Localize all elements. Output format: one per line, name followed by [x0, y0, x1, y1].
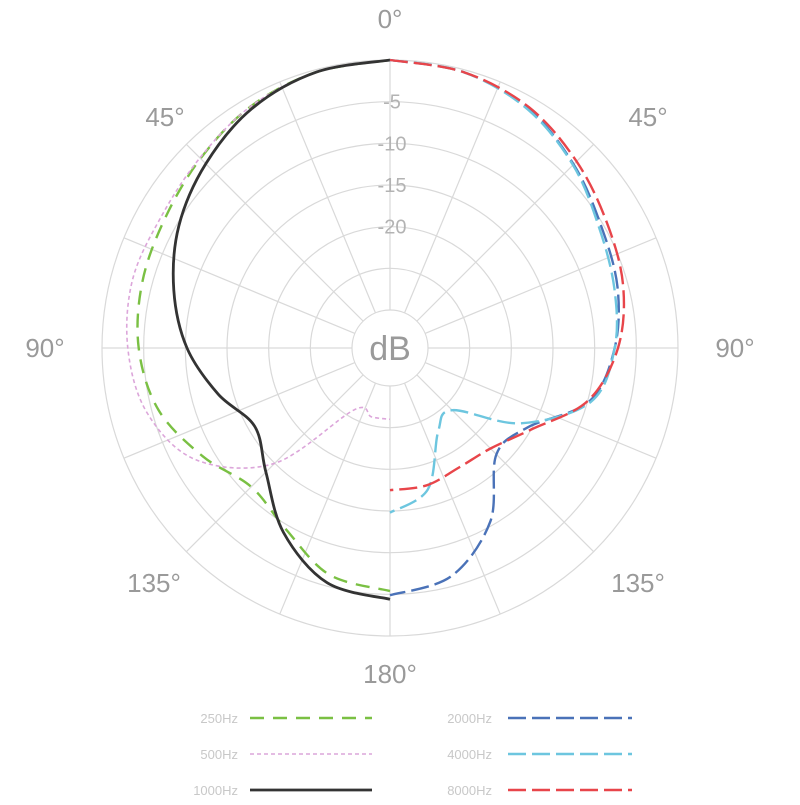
grid-spoke	[123, 237, 356, 335]
grid-spoke	[416, 143, 595, 322]
series-curve-1000Hz	[171, 58, 391, 601]
legend-label: 2000Hz	[447, 711, 492, 726]
grid-spoke	[403, 382, 501, 615]
legend: 250Hz 500Hz 1000Hz 2000Hz 4000Hz 8000Hz	[193, 711, 632, 798]
series-curve-500Hz	[125, 59, 391, 469]
angle-label: 45°	[628, 102, 667, 132]
grid-spoke	[185, 143, 364, 322]
legend-label: 250Hz	[200, 711, 238, 726]
grid-spoke	[403, 81, 501, 314]
grid-spoke	[279, 81, 377, 314]
angle-label: 135°	[127, 568, 181, 598]
grid-spoke	[424, 361, 657, 459]
polar-curves	[125, 58, 626, 601]
legend-label: 4000Hz	[447, 747, 492, 762]
series-curve-2000Hz	[389, 58, 621, 597]
ring-tick-label: -10	[378, 133, 407, 155]
legend-label: 500Hz	[200, 747, 238, 762]
angle-label: 180°	[363, 659, 417, 689]
grid-spoke	[279, 382, 377, 615]
angle-label: 0°	[378, 4, 403, 34]
grid-spoke	[424, 237, 657, 335]
legend-label: 8000Hz	[447, 783, 492, 798]
grid-spoke	[416, 374, 595, 553]
series-curve-4000Hz	[389, 58, 619, 514]
angle-label: 90°	[715, 333, 754, 363]
series-curve-8000Hz	[389, 58, 626, 492]
angle-label: 90°	[25, 333, 64, 363]
ring-tick-label: -15	[378, 175, 407, 197]
polar-grid	[101, 59, 679, 637]
series-curve-250Hz	[136, 58, 391, 593]
ring-tick-label: -20	[378, 217, 407, 239]
ring-tick-label: -5	[383, 92, 401, 114]
angle-label: 45°	[145, 102, 184, 132]
legend-label: 1000Hz	[193, 783, 238, 798]
polar-labels: dB -5 -10 -15 -20 0° 45° 90° 135° 180° 45° 90° 135°	[25, 4, 754, 689]
angle-label: 135°	[611, 568, 665, 598]
center-unit-label: dB	[369, 330, 411, 368]
